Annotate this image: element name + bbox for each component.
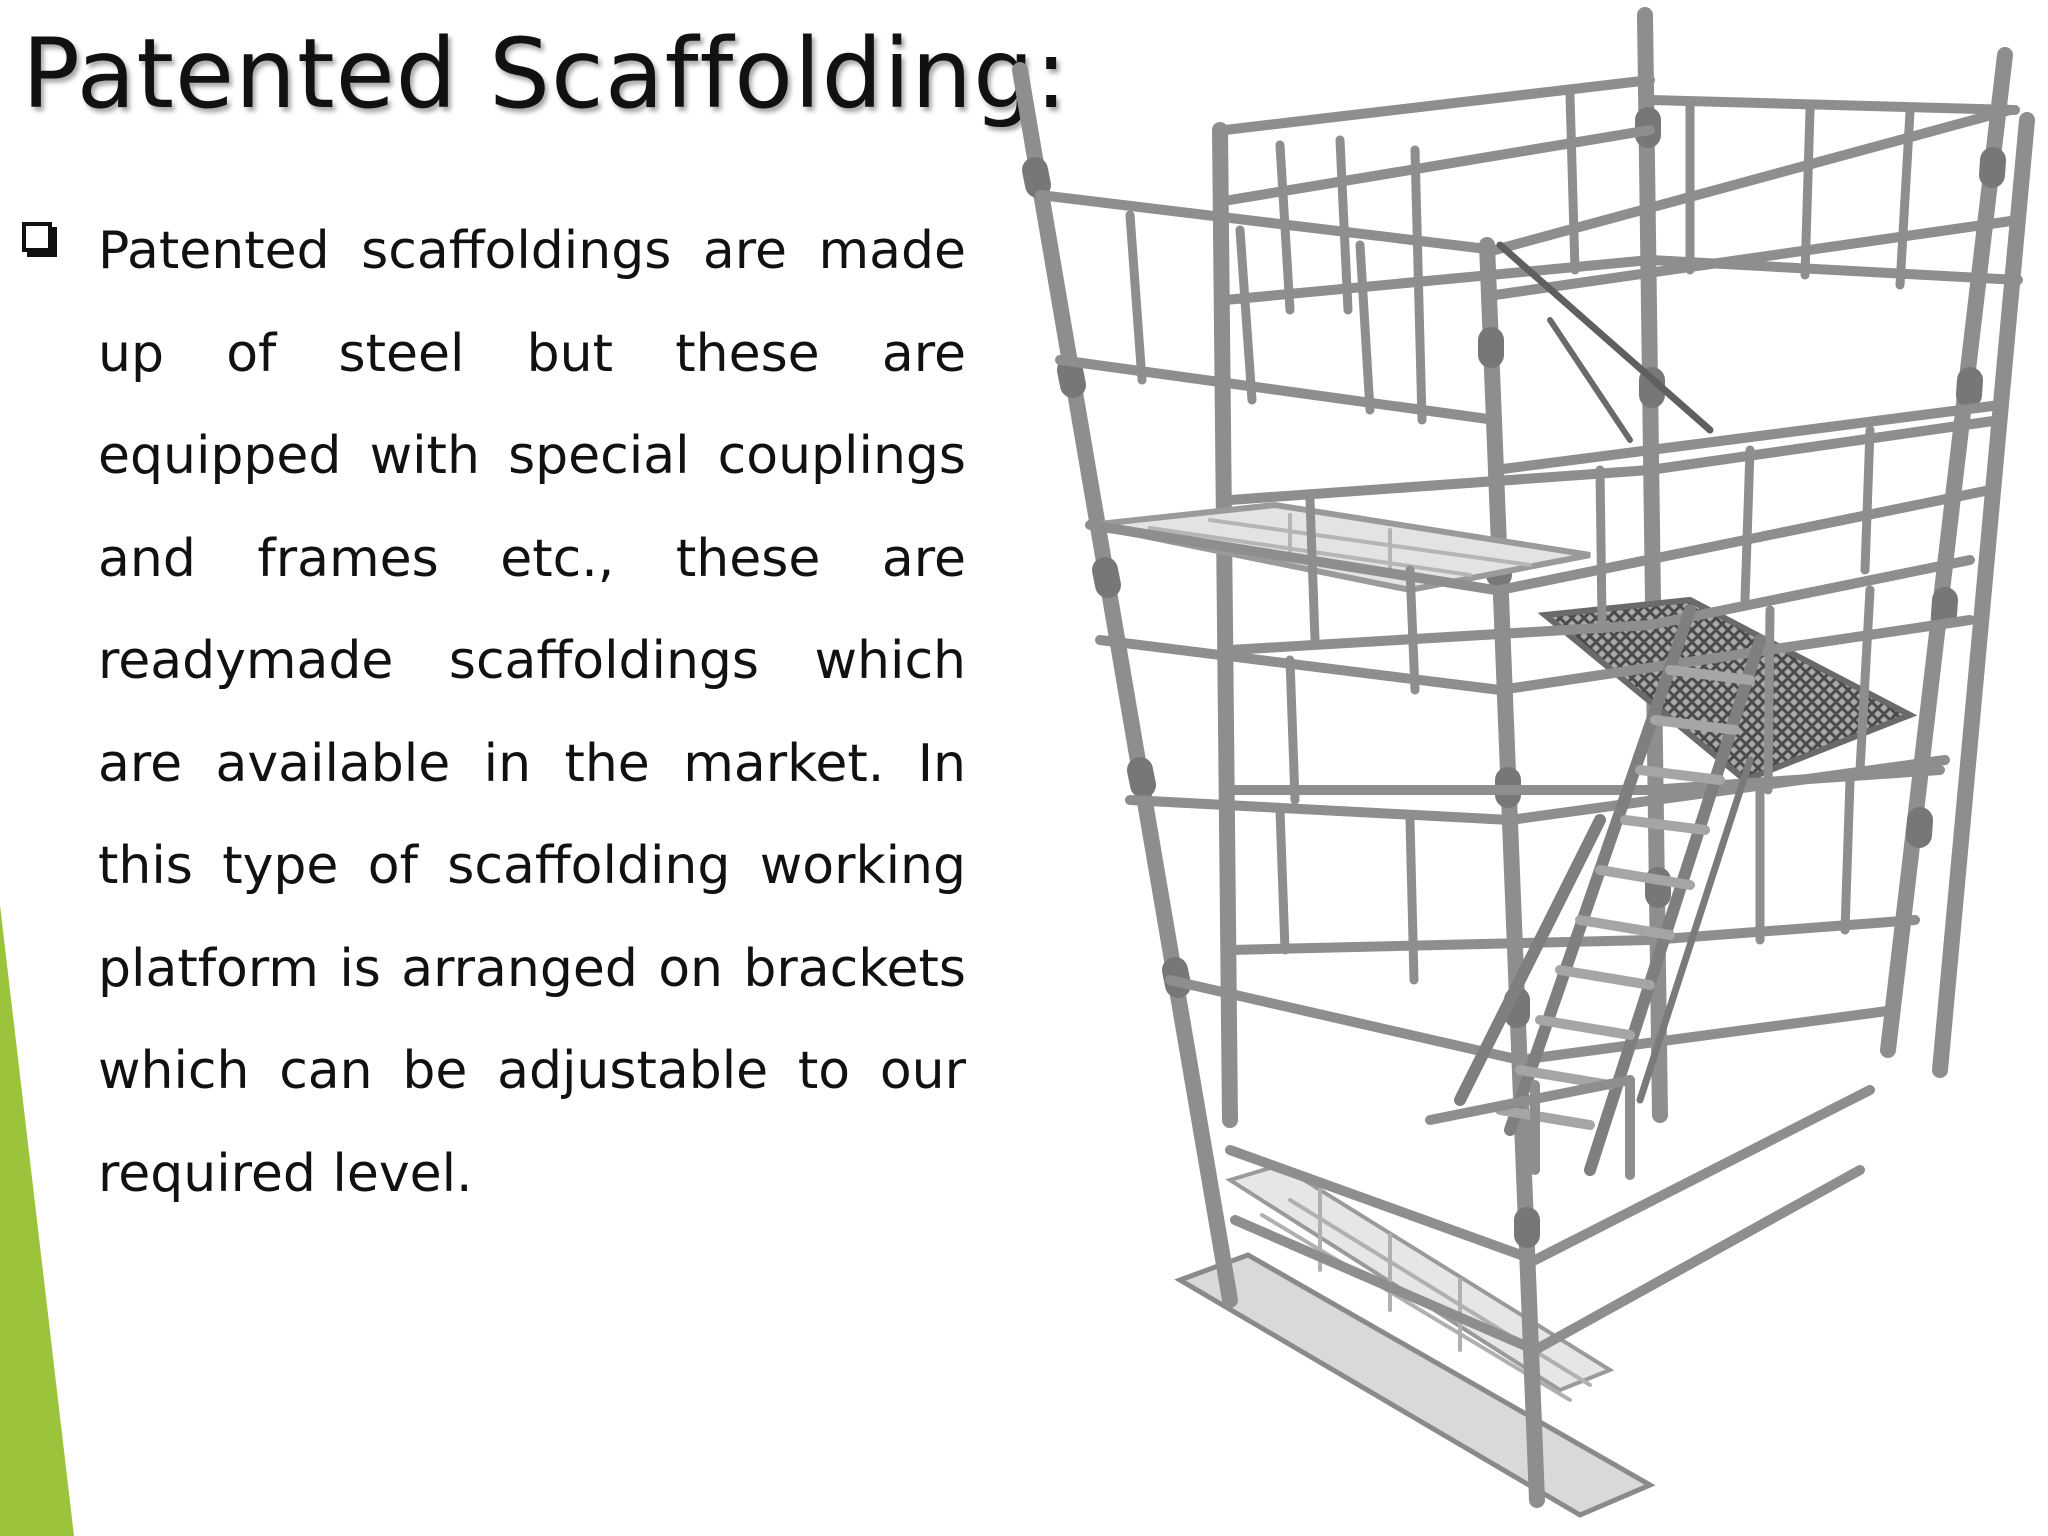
square-bullet-icon [22,222,52,252]
bullet-text: Patented scaffoldings are made up of ste… [98,221,966,1204]
scaffolding-illustration [1012,7,2035,1518]
slide-title: Patented Scaffolding: [22,18,1069,130]
